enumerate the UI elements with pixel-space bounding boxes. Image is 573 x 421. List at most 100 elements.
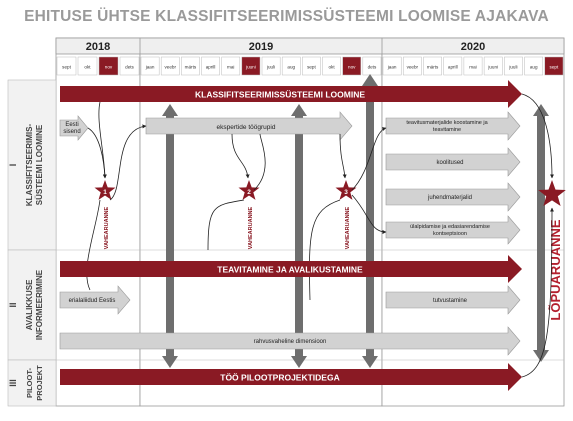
month-label: okt [84, 65, 91, 70]
milestone-star-1 [94, 180, 116, 200]
month-cell [140, 56, 160, 76]
bar-koolitused-label: koolitused [436, 160, 463, 166]
section-1-bars: KLASSIFITSEERIMISSÜSTEEMI LOOMINE Eesti … [59, 80, 522, 245]
connector-pilot-final [521, 207, 554, 378]
month-label: juuli [508, 65, 517, 70]
connector-expert-ms2 [231, 133, 250, 179]
month-cell [443, 56, 463, 76]
bar-main-creation-label: KLASSIFITSEERIMISSÜSTEEMI LOOMINE [195, 90, 365, 100]
page-title: EHITUSE ÜHTSE KLASSIFITSEERIMISSÜSTEEMI … [24, 8, 549, 25]
bar-juhendmaterjalid [385, 182, 521, 212]
year-2018: 2018 [86, 41, 110, 53]
month-cell [362, 56, 382, 76]
milestone-1-number: 1 [103, 189, 107, 196]
month-cell [221, 56, 241, 76]
connector-ms1-erialaliidud [86, 199, 101, 291]
bar-teavitus [385, 111, 521, 141]
bar-eesti-sisend-label-2: sisend [63, 129, 80, 135]
month-cell [98, 56, 119, 76]
month-label: juuli [266, 65, 275, 70]
connector-nov2018 [98, 101, 107, 179]
month-label: mai [227, 65, 234, 70]
year-2019: 2019 [249, 41, 273, 53]
month-label: aprill [448, 65, 458, 70]
bar-tutvustamine-label: tutvustamine [433, 298, 468, 304]
month-label: jaan [145, 65, 155, 70]
month-label: juuni [487, 65, 498, 70]
milestone-3-number: 3 [344, 189, 348, 196]
bar-teavitus-label-2: teavitamine [433, 127, 461, 133]
final-report-star [538, 180, 566, 206]
connector-expert-ms3 [339, 133, 347, 179]
milestone-1-label: VAHEARUANNE [104, 206, 110, 249]
month-label: märts [185, 65, 197, 70]
bar-ulalpidamine [385, 215, 521, 245]
month-cell [544, 56, 564, 76]
bar-eesti-sisend-label-1: Eesti [65, 122, 78, 128]
month-label: sept [62, 65, 71, 70]
milestone-3-label: VAHEARUANNE [345, 206, 351, 249]
vertical-arrow-final [533, 104, 549, 362]
connector-ms3-teavitus [351, 127, 387, 191]
month-label: veebr [407, 65, 419, 70]
month-cell [483, 56, 503, 76]
milestone-2-number: 2 [247, 189, 251, 196]
vertical-arrow-1 [162, 104, 178, 368]
bar-rahvusvaheline [59, 326, 521, 356]
month-cell [119, 56, 140, 76]
milestone-star-2 [238, 180, 260, 200]
month-label: nov [105, 65, 113, 70]
month-cell [56, 56, 77, 76]
section-1-numeral: I [8, 164, 18, 167]
bar-juhendmaterjalid-label: juhendmaterjalid [427, 195, 472, 201]
section-labels: I KLASSIFITSEERIMIS- SÜSTEEMI LOOMINE II… [7, 79, 564, 407]
bar-pilootprojektid-label: TÖÖ PILOOTPROJEKTIDEGA [220, 373, 339, 383]
section-2-bars: TEAVITAMINE JA AVALIKUSTAMINE erialaliid… [59, 255, 522, 356]
final-report-label: LÕPUARUANNE [548, 219, 563, 320]
month-label: jaan [387, 65, 397, 70]
month-label: aug [287, 65, 295, 70]
bar-teavitamine-avalikustamine-label: TEAVITAMINE JA AVALIKUSTAMINE [217, 265, 363, 275]
month-cell [342, 56, 362, 76]
bar-erialaliidud [59, 285, 131, 315]
month-cell [281, 56, 301, 76]
section-3-label-2: PROJEKT [35, 365, 44, 401]
month-label: dets [125, 65, 134, 70]
month-cell [402, 56, 422, 76]
bar-tutvustamine [385, 285, 521, 315]
section-3-bars: TÖÖ PILOOTPROJEKTIDEGA [60, 363, 522, 391]
month-cell [201, 56, 220, 76]
connector-lines [86, 93, 554, 378]
bar-ekspertide-tookgrupid-label: ekspertide töögrupid [217, 124, 276, 131]
milestone-2-label: VAHEARUANNE [248, 206, 254, 249]
bar-rahvusvaheline-label: rahvusvaheline dimensioon [254, 339, 327, 345]
month-cell [181, 56, 200, 76]
month-label: dets [368, 65, 377, 70]
bar-ulalpidamine-label-1: ülalpidamise ja edasiarendamise [410, 224, 490, 230]
section-3-numeral: III [8, 379, 18, 387]
connector-main-final [521, 93, 554, 179]
section-2-label-1: AVALIKKUSE [25, 279, 34, 330]
month-cell [423, 56, 442, 76]
section-2-numeral: II [8, 302, 18, 307]
month-cell [241, 56, 261, 76]
milestone-star-3 [335, 180, 357, 200]
month-label: mai [469, 65, 476, 70]
month-row: sept okt nov dets jaan veebr märts aprill mai juu… [56, 56, 564, 76]
bar-erialaliidud-label: erialaliidud Eestis [69, 298, 116, 304]
bar-pilootprojektid [60, 363, 522, 391]
month-label: sept [307, 65, 316, 70]
month-cell [322, 56, 341, 76]
section-1-label-1: KLASSIFITSEERIMIS- [25, 124, 34, 207]
connector-ms3-ulalp [351, 194, 387, 234]
month-label: aprill [206, 65, 216, 70]
section-2-label-2: INFORMEERIMINE [35, 269, 44, 340]
section-1-label-2: SÜSTEEMI LOOMINE [35, 124, 44, 205]
connector-ms3-out [309, 199, 341, 301]
connector-ms2-up [253, 133, 266, 191]
month-label: sept [550, 65, 559, 70]
bar-main-creation [60, 80, 522, 108]
month-cell [382, 56, 402, 76]
bar-eesti-sisend [59, 115, 89, 141]
